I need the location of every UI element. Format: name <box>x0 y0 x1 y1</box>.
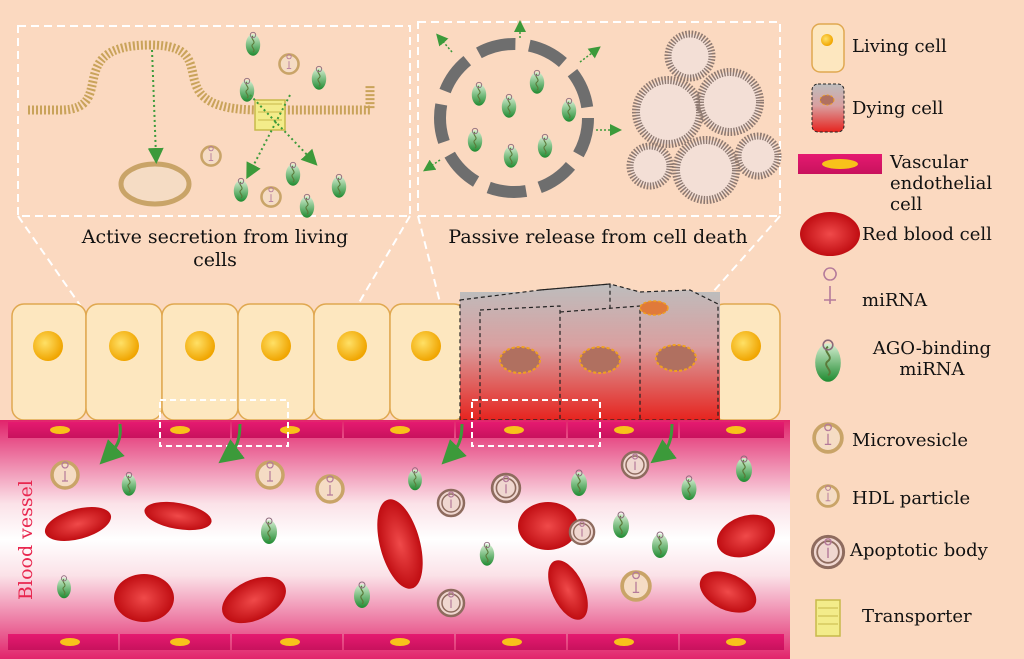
dying-cell-cluster <box>459 283 720 421</box>
apoptotic-body-icon <box>696 68 764 136</box>
apoptotic-body-icon <box>734 132 782 180</box>
legend-apoptotic-body: Apoptotic body <box>850 540 988 561</box>
blood-vessel-label: Blood vessel <box>15 480 37 600</box>
transporter-icon <box>254 99 286 131</box>
apoptotic-body-icon <box>664 30 716 82</box>
legend-transporter: Transporter <box>862 606 972 627</box>
living-cell-row <box>11 303 781 421</box>
endothelium-top <box>8 422 784 438</box>
legend: Living cell Dying cell Vascular endothel… <box>790 14 1018 654</box>
ruptured-cell-membrane <box>434 38 594 198</box>
red-blood-cells <box>44 499 776 624</box>
hdl-particle-icon <box>199 145 223 167</box>
red-blood-cell-icon <box>800 212 860 256</box>
legend-mirna: miRNA <box>862 290 928 311</box>
microvesicle-icon <box>277 53 301 75</box>
apoptotic-body-icon <box>672 136 740 204</box>
legend-living-cell: Living cell <box>852 36 947 57</box>
passive-release-label: Passive release from cell death <box>448 226 748 248</box>
transporter-icon <box>815 599 841 637</box>
legend-hdl-particle: HDL particle <box>852 488 971 509</box>
apoptotic-body-icon <box>632 76 704 148</box>
active-secretion-panel <box>17 25 411 217</box>
hdl-particle-icon <box>259 186 283 208</box>
legend-microvesicle: Microvesicle <box>852 430 969 451</box>
legend-icons <box>798 23 882 637</box>
legend-ago-mirna: AGO-binding miRNA <box>872 338 992 380</box>
legend-endothelial-cell: Vascular endothelial cell <box>890 152 993 215</box>
dying-cell-icon <box>811 83 845 133</box>
legend-red-blood-cell: Red blood cell <box>862 224 992 245</box>
microvesicle-icon <box>118 161 192 207</box>
legend-dying-cell: Dying cell <box>852 98 944 119</box>
endothelium-bottom <box>8 634 784 650</box>
apoptotic-body-icon <box>626 142 674 190</box>
active-secretion-label: Active secretion from living cells <box>81 226 349 271</box>
living-cell-icon <box>811 23 845 73</box>
mirna-icon <box>823 267 837 304</box>
